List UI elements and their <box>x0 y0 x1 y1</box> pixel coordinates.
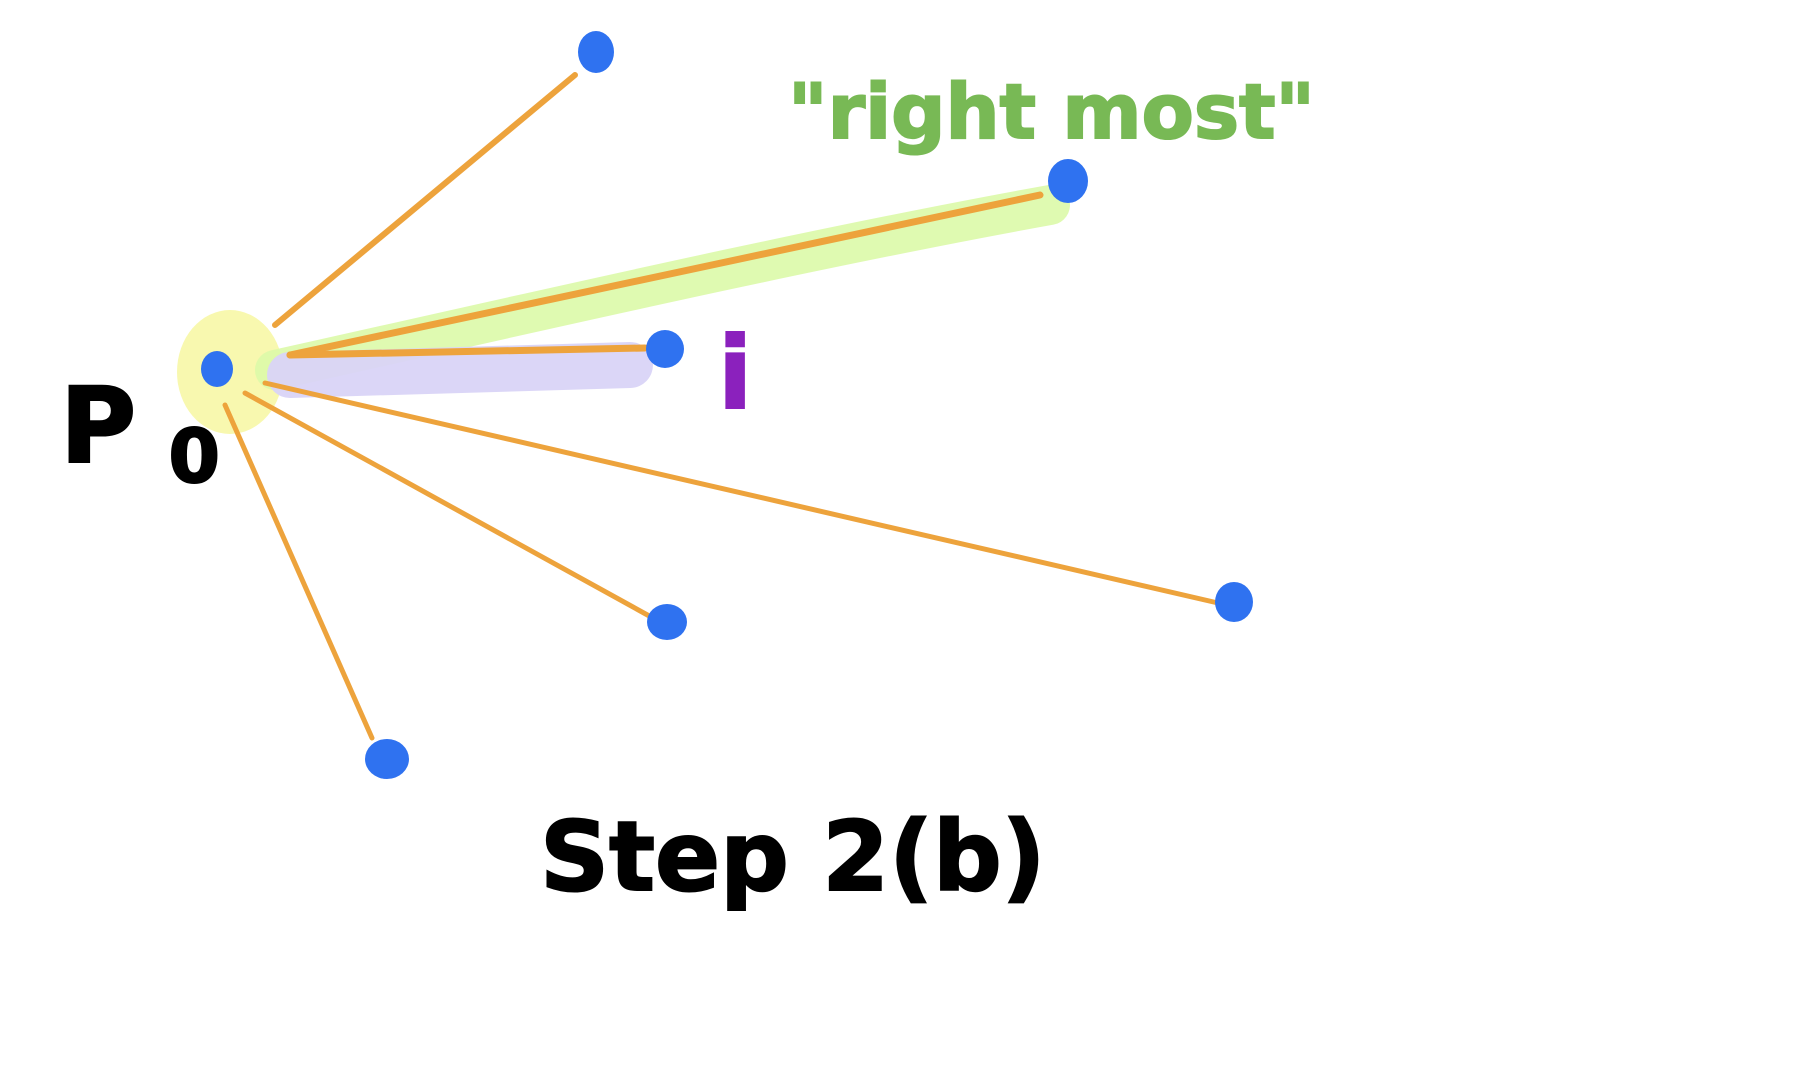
point-top <box>578 31 614 73</box>
origin-label: P 0 <box>60 365 220 500</box>
point-p0 <box>201 351 233 387</box>
rightmost-annotation: "right most" <box>788 67 1315 156</box>
candidate-highlight <box>267 342 653 398</box>
edge-to-rightmost-point <box>286 191 1044 359</box>
origin-label-subscript: 0 <box>168 414 220 500</box>
rightmost-highlight <box>255 185 1070 390</box>
point-rightmost <box>1048 159 1088 203</box>
edge-to-candidate-point <box>286 344 649 359</box>
candidate-label: i <box>718 315 752 432</box>
point-far-right <box>1215 582 1253 622</box>
edge-to-top-point <box>272 72 578 328</box>
step-caption: Step 2(b) <box>540 801 1046 913</box>
edge-to-bottom-left-point <box>222 402 375 741</box>
edge-to-far-right-point <box>262 380 1221 606</box>
point-lower-middle <box>647 604 687 640</box>
point-candidate-i <box>646 330 684 368</box>
origin-label-main: P <box>60 365 136 487</box>
edge-to-lower-middle-point <box>242 390 665 626</box>
point-bottom-left <box>365 739 409 779</box>
